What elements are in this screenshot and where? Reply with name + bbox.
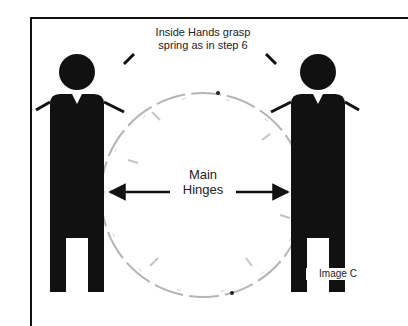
frame [31,18,408,326]
spring-dot [216,91,220,95]
hand-leader [266,54,276,64]
hinge-arrow [110,191,170,194]
person-figure [36,54,124,292]
image-caption: Image C [306,268,370,280]
hinge-label: Main Hinges [172,168,234,198]
spring-ring-inner [105,97,301,293]
spring-ticks [128,112,290,266]
spring-ring [101,93,305,297]
hand-leader [124,54,134,64]
hinge-arrow [236,191,288,194]
spring-dot [230,291,234,295]
instruction-note: Inside Hands grasp spring as in step 6 [142,26,264,51]
person-figure [271,54,359,292]
